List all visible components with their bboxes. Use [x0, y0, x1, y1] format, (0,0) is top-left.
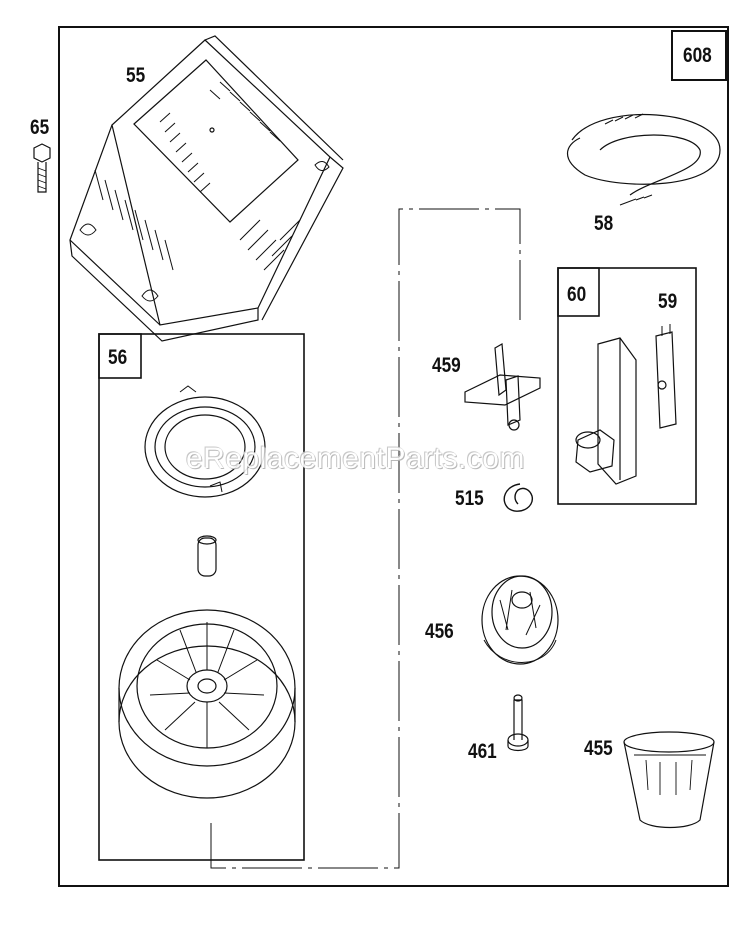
kit-56-label: 56 — [108, 346, 128, 369]
part-65-label: 65 — [30, 116, 50, 139]
blower-housing-drawing — [69, 35, 344, 342]
retaining-ring-drawing — [503, 483, 533, 512]
part-461-label: 461 — [468, 740, 497, 763]
watermark: eReplacementParts.com — [186, 442, 525, 475]
part-55-label: 55 — [126, 64, 146, 87]
air-vane-drawing — [575, 337, 637, 485]
bolt-drawing — [33, 143, 51, 193]
kit-56-label-box — [98, 333, 142, 379]
pin-drawing — [507, 694, 529, 752]
diagram-id-box — [671, 30, 727, 81]
spring-link-drawing — [655, 324, 677, 429]
part-515-label: 515 — [455, 487, 484, 510]
pawl-drawing — [464, 343, 541, 431]
kit-56-frame — [98, 333, 305, 861]
diagram-frame — [58, 26, 729, 887]
part-456-label: 456 — [425, 620, 454, 643]
pulley-drawing — [118, 609, 296, 799]
kit-60-label: 60 — [567, 283, 587, 306]
cup-drawing — [623, 731, 715, 829]
spring-pin-drawing — [197, 535, 217, 577]
part-59-label: 59 — [658, 290, 678, 313]
recoil-spring-drawing — [144, 385, 266, 498]
part-58-label: 58 — [594, 212, 614, 235]
assembly-leader-line — [210, 208, 521, 869]
part-459-label: 459 — [432, 354, 461, 377]
kit-60-frame — [557, 267, 697, 505]
ratchet-drawing — [481, 575, 559, 665]
kit-60-label-box — [557, 267, 600, 317]
starter-rope-drawing — [566, 113, 721, 206]
part-455-label: 455 — [584, 737, 613, 760]
diagram-id-label: 608 — [683, 44, 712, 67]
